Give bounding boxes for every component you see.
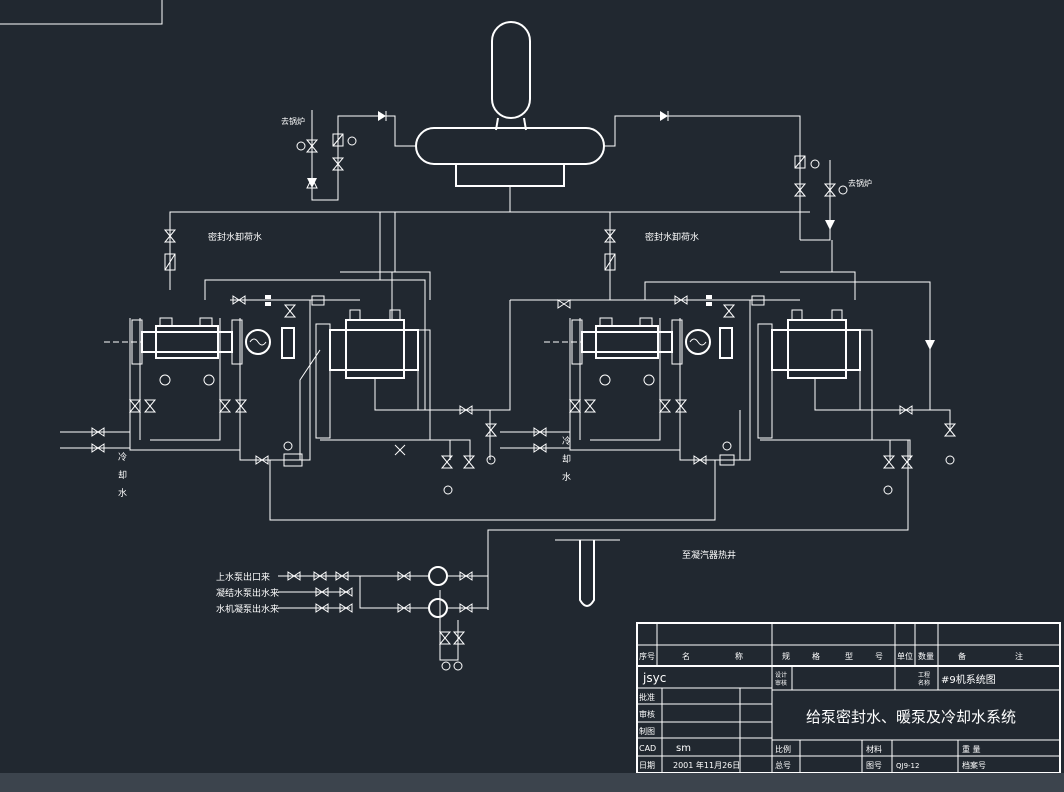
label-condensate-pump-1: 凝结水泵出水来: [216, 587, 279, 599]
tb-header-spec-2: 格: [812, 651, 820, 661]
check-valve-right: [660, 111, 669, 121]
status-bar: [0, 773, 1064, 792]
left-motor: [245, 327, 295, 359]
tb-drawing-title: 给泵密封水、暖泵及冷却水系统: [806, 708, 1016, 726]
left-feed-pump: [315, 309, 431, 439]
tb-header-name-2: 称: [735, 651, 743, 661]
right-piping: [487, 240, 951, 610]
left-piping: [60, 212, 560, 521]
tb-project-name: #9机系统图: [941, 673, 996, 686]
tb-date-label: 日期: [639, 761, 655, 770]
tb-cad-name: sm: [676, 743, 691, 754]
right-feed-pump: [757, 309, 873, 439]
right-motor: [685, 327, 733, 359]
label-seal-return-left: 密封水卸荷水: [208, 231, 262, 243]
right-booster-pump: [544, 317, 683, 386]
tb-drawing-no: QJ9-12: [896, 762, 919, 770]
label-feed-pump-outlet: 上水泵出口来: [216, 571, 270, 583]
right-valves: [533, 295, 957, 495]
tb-material-label: 材料: [866, 744, 882, 754]
label-seal-return-right: 密封水卸荷水: [645, 231, 699, 243]
left-return-valves: [163, 212, 617, 300]
tb-row-cad: CAD: [639, 744, 656, 753]
label-cooling-water-left: 冷却水: [118, 451, 127, 499]
label-to-boiler-right: 去锅炉: [848, 178, 872, 188]
drain-to-condenser: [555, 539, 620, 607]
label-condensate-pump-2: 水机凝泵出水来: [216, 603, 279, 615]
valves-to-boiler-left: [296, 133, 357, 189]
tb-total-label: 总号: [775, 760, 791, 770]
tb-design-label: 设计审核: [775, 671, 787, 687]
tb-header-remark-1: 备: [958, 651, 966, 661]
tb-weight-label: 重 量: [962, 744, 981, 754]
left-valves: [91, 295, 498, 495]
title-block: [636, 622, 1061, 774]
tb-date-value: 2001 年11月26日: [673, 760, 740, 770]
tb-header-spec-4: 号: [875, 652, 883, 661]
lower-supply-lines: [278, 566, 488, 671]
check-valve-left: [378, 111, 387, 121]
tb-row-approve: 批准: [639, 692, 655, 702]
deaerator-tank: [415, 21, 605, 187]
tb-header-spec-1: 规: [782, 651, 790, 661]
tb-company: jsyc: [642, 671, 666, 685]
tb-archive-label: 档案号: [962, 760, 986, 770]
label-to-condenser: 至凝汽器热井: [682, 549, 736, 561]
tb-header-index: 序号: [639, 651, 655, 661]
tb-project-label: 工程名称: [918, 671, 930, 687]
tb-header-spec-3: 型: [845, 652, 853, 661]
tb-header-qty: 数量: [918, 651, 934, 661]
sheet-corner-frame: [0, 0, 163, 25]
tb-header-unit: 单位: [897, 651, 913, 661]
tb-drawing-no-label: 图号: [866, 761, 882, 770]
left-booster-pump: [104, 317, 243, 386]
tb-row-drafter: 制图: [639, 726, 655, 736]
label-cooling-water-right: 冷却水: [562, 435, 571, 483]
tb-header-remark-2: 注: [1015, 651, 1023, 661]
label-to-boiler-left: 去锅炉: [281, 116, 305, 126]
main-header-piping: [169, 110, 831, 290]
tb-row-review: 审核: [639, 709, 655, 719]
tb-scale-label: 比例: [775, 744, 791, 754]
valves-to-boiler-right: [793, 155, 848, 230]
tb-header-name-1: 名: [682, 651, 690, 661]
